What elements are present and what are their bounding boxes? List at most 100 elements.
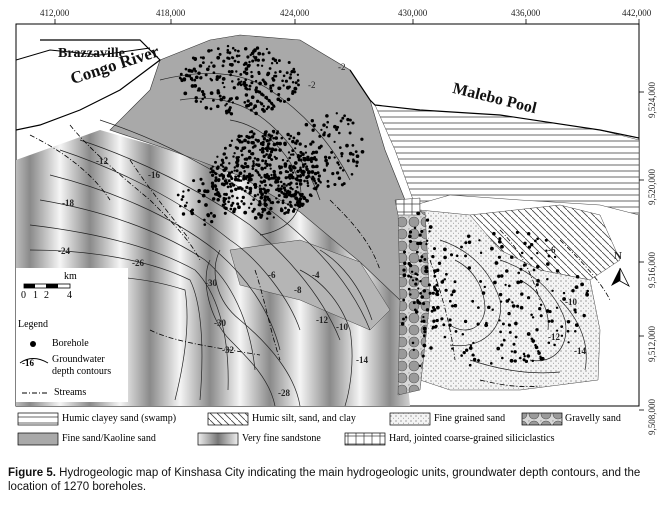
borehole-point [260, 64, 264, 67]
borehole-point [216, 89, 220, 93]
borehole-point [538, 307, 542, 311]
borehole-point [263, 130, 268, 134]
borehole-point [296, 178, 300, 182]
borehole-point [425, 308, 430, 312]
borehole-point [247, 155, 252, 160]
borehole-point [498, 237, 502, 241]
borehole-point [337, 131, 341, 135]
borehole-point [241, 146, 246, 151]
borehole-point [408, 239, 413, 243]
borehole-point [496, 346, 501, 351]
borehole-point [231, 201, 235, 205]
borehole-point [476, 322, 480, 326]
borehole-point [201, 182, 205, 186]
borehole-point [302, 196, 307, 201]
borehole-point [423, 330, 427, 334]
borehole-point [262, 187, 266, 191]
borehole-point [227, 196, 231, 200]
borehole-point [312, 123, 316, 128]
borehole-point [519, 305, 524, 310]
borehole-point [508, 330, 512, 334]
key-humic-silt: Humic silt, sand, and clay [252, 413, 356, 424]
x-tick-label: 424,000 [280, 8, 310, 18]
contour-label: -24 [58, 246, 70, 256]
borehole-point [240, 140, 244, 144]
borehole-point [472, 354, 475, 357]
borehole-point [256, 63, 260, 67]
borehole-point [431, 291, 435, 295]
borehole-point [402, 317, 405, 321]
borehole-point [204, 105, 209, 110]
borehole-point [296, 73, 300, 77]
borehole-point [184, 73, 189, 78]
borehole-point [221, 177, 225, 180]
legend-panel [16, 268, 128, 402]
borehole-point [244, 86, 248, 90]
borehole-point [211, 197, 216, 201]
borehole-point [261, 58, 265, 62]
borehole-point [228, 182, 232, 186]
borehole-point [511, 301, 514, 304]
borehole-point [526, 354, 531, 358]
contour-label: -12 [316, 315, 328, 325]
borehole-point [454, 330, 458, 333]
borehole-point [536, 237, 539, 241]
contour-label: -30 [214, 318, 226, 328]
borehole-point [574, 329, 577, 333]
borehole-point [299, 150, 303, 154]
borehole-point [346, 117, 350, 122]
borehole-point [489, 362, 493, 365]
borehole-point [230, 204, 234, 207]
borehole-point [203, 96, 206, 99]
borehole-point [499, 330, 502, 334]
borehole-point [207, 49, 211, 53]
borehole-point [273, 155, 276, 159]
borehole-point [415, 250, 419, 254]
borehole-point [209, 107, 213, 111]
borehole-point [497, 274, 501, 278]
borehole-point [325, 114, 329, 118]
contour-label: -8 [294, 285, 302, 295]
borehole-point [252, 162, 255, 165]
borehole-point [246, 140, 250, 144]
borehole-point [250, 202, 253, 206]
borehole-point [282, 84, 285, 87]
borehole-point [289, 153, 293, 156]
borehole-point [235, 54, 239, 58]
borehole-point [291, 91, 295, 96]
borehole-point [190, 84, 195, 88]
borehole-point [214, 192, 217, 196]
borehole-point [422, 289, 427, 293]
borehole-point [418, 364, 422, 368]
borehole-point [221, 81, 225, 85]
borehole-point [319, 181, 322, 184]
contour-label: -10 [336, 322, 348, 332]
borehole-point [209, 77, 212, 81]
borehole-point [291, 139, 295, 144]
borehole-point [468, 346, 473, 350]
borehole-point [500, 244, 504, 249]
borehole-point [310, 119, 314, 123]
borehole-point [580, 282, 584, 287]
borehole-point [182, 190, 185, 193]
borehole-point [418, 259, 422, 263]
borehole-point [212, 214, 217, 218]
borehole-point [293, 90, 297, 94]
borehole-point [451, 304, 454, 308]
borehole-point [215, 166, 220, 170]
borehole-point [192, 179, 196, 183]
contour-label: -4 [312, 270, 320, 280]
borehole-point [443, 255, 447, 260]
scale-bar [23, 283, 71, 289]
borehole-point [416, 241, 420, 246]
borehole-point [189, 69, 194, 73]
borehole-point [310, 194, 313, 198]
borehole-point [269, 167, 272, 170]
borehole-point [318, 134, 322, 138]
borehole-point [451, 347, 454, 350]
borehole-point [216, 155, 219, 158]
borehole-point [245, 185, 249, 190]
borehole-point [249, 177, 253, 182]
borehole-point [250, 52, 254, 55]
borehole-point [509, 358, 514, 363]
